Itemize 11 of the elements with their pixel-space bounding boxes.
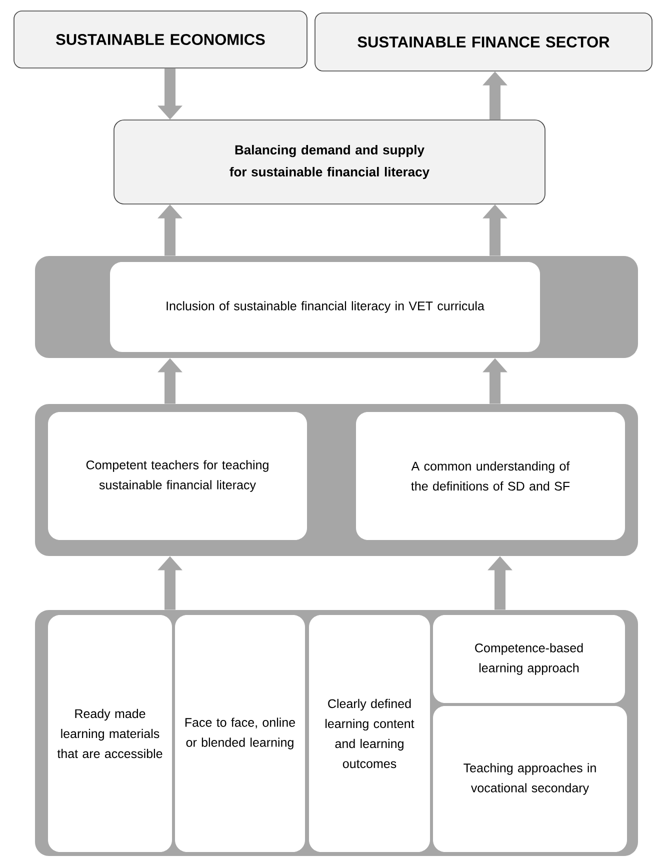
text-box: Ready made learning materials that are accessible: [48, 615, 172, 852]
title-box: SUSTAINABLE FINANCE SECTOR: [314, 12, 652, 72]
text-box: Face to face, online or blended learning: [175, 615, 305, 852]
text-box: Competent teachers for teaching sustainable financial literacy: [48, 412, 307, 540]
text-box: Inclusion of sustainable financial literacy in VET curricula: [110, 262, 540, 352]
text-box: Teaching approaches in vocational secondary: [433, 706, 627, 852]
text-box: Competence-based learning approach: [433, 615, 625, 703]
title-box: SUSTAINABLE ECONOMICS: [14, 10, 308, 68]
text-box: Clearly defined learning content and learning outcomes: [309, 615, 430, 852]
process-box: Balancing demand and supply for sustainable financial literacy: [114, 120, 546, 204]
text-box: A common understanding of the definitions of SD and SF: [356, 412, 625, 540]
